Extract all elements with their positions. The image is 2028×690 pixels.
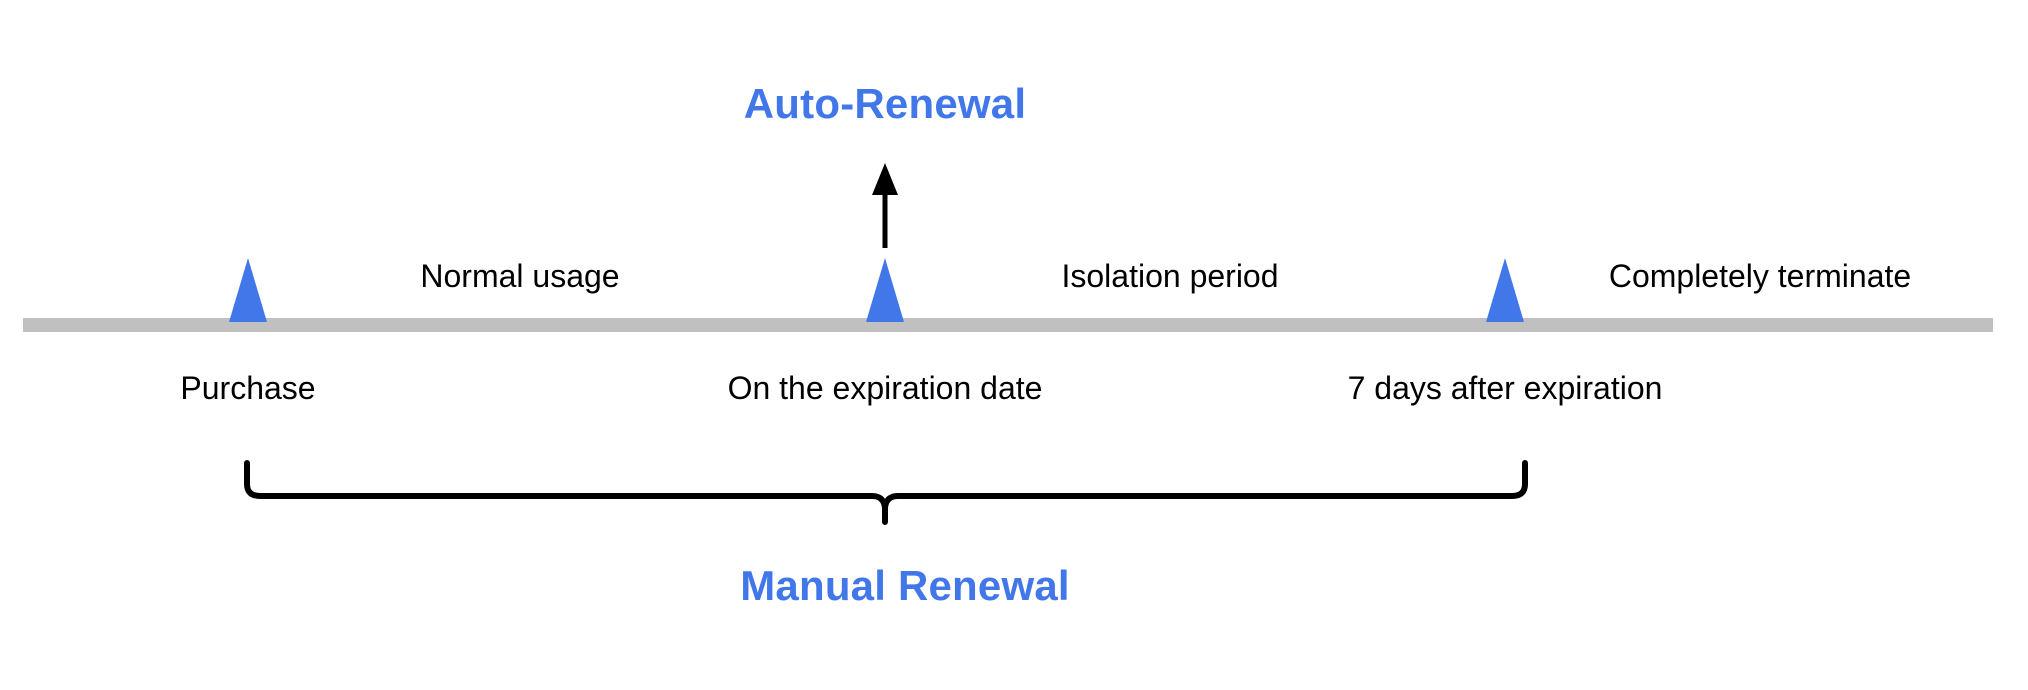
milestone-label-seven-days: 7 days after expiration bbox=[1347, 370, 1663, 406]
auto-renewal-arrow bbox=[872, 163, 898, 248]
manual-renewal-title: Manual Renewal bbox=[740, 562, 1070, 609]
manual-renewal-brace bbox=[244, 460, 1528, 525]
milestone-label-expiration: On the expiration date bbox=[727, 370, 1043, 406]
segment-label-completely-terminate: Completely terminate bbox=[1608, 258, 1912, 294]
milestone-marker-purchase[interactable] bbox=[229, 258, 267, 322]
timeline-axis-bar bbox=[23, 318, 1993, 332]
milestone-marker-expiration[interactable] bbox=[866, 258, 904, 322]
segment-label-normal-usage: Normal usage bbox=[420, 258, 620, 294]
auto-renewal-title: Auto-Renewal bbox=[743, 80, 1027, 127]
milestone-label-purchase: Purchase bbox=[180, 370, 316, 406]
milestone-marker-seven-days[interactable] bbox=[1486, 258, 1524, 322]
segment-label-isolation-period: Isolation period bbox=[1061, 258, 1279, 294]
